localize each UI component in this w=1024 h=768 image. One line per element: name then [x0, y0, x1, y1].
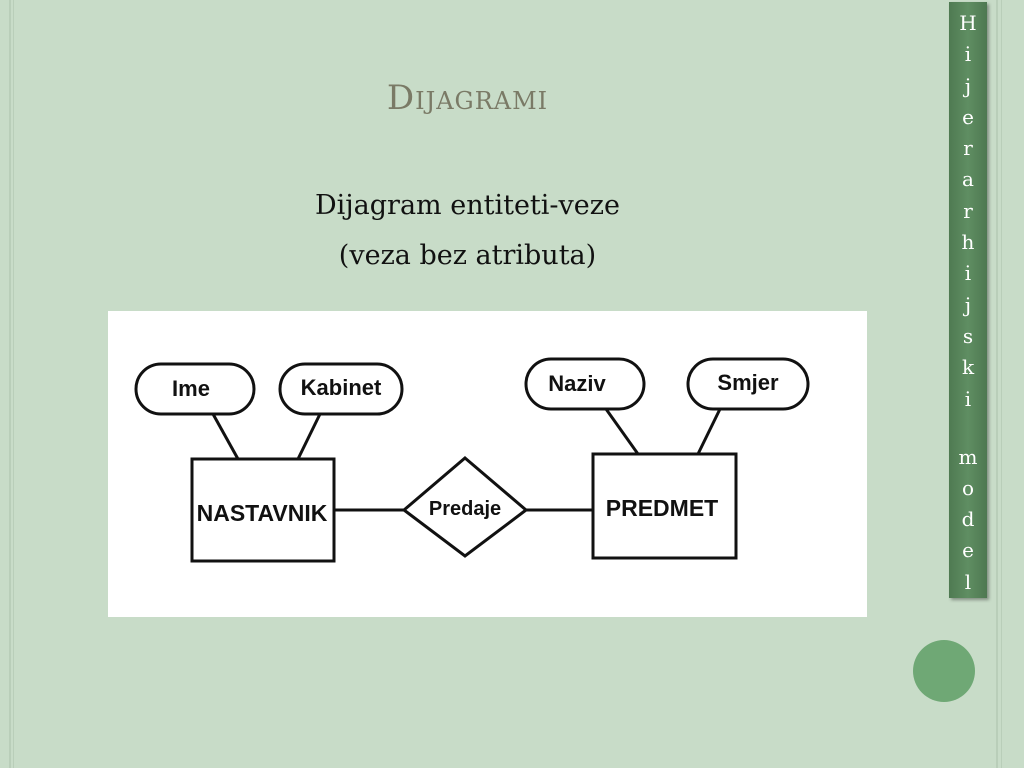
- side-tab-letter: h: [961, 230, 975, 255]
- attribute-smjer-oval: [686, 357, 810, 411]
- entity-predmet-box: [591, 452, 738, 560]
- attribute-smjer-label: Smjer: [717, 370, 779, 395]
- entity-nastavnik-box: [190, 457, 336, 563]
- entity-nastavnik-label: NASTAVNIK: [197, 500, 328, 526]
- entity-predmet-label: PREDMET: [606, 495, 718, 521]
- connector-kabinet: [296, 413, 322, 460]
- side-tab-letter: r: [963, 198, 973, 223]
- attribute-naziv-oval: [524, 357, 646, 411]
- nav-circle-button[interactable]: [913, 640, 975, 702]
- side-tab-letter: l: [964, 569, 972, 594]
- connector-ime: [211, 413, 240, 460]
- slide-subtitle-line-2: (veza bez atributa): [338, 240, 597, 271]
- slide-title: Dijagrami: [386, 78, 549, 118]
- connector-naziv: [604, 408, 640, 455]
- side-tab-letter: e: [962, 104, 974, 129]
- side-tab-letter: i: [964, 261, 972, 286]
- er-diagram: Ime Kabinet Naziv Smjer NASTAVNIK PREDME…: [108, 311, 867, 617]
- side-tab-letter: m: [958, 444, 978, 469]
- side-tab-letter: i: [964, 42, 972, 67]
- side-tab-letter: o: [961, 475, 975, 500]
- attribute-naziv-label: Naziv: [548, 371, 606, 396]
- side-tab-letter: r: [963, 136, 973, 161]
- attribute-ime-label: Ime: [172, 376, 210, 401]
- side-tab-letter: d: [961, 507, 975, 532]
- frame-line-right-inner: [1001, 0, 1002, 768]
- frame-line-left: [9, 0, 11, 768]
- side-tab-letter: s: [962, 323, 974, 348]
- side-tab-letter: i: [964, 386, 972, 411]
- side-tab-letter: j: [964, 73, 972, 98]
- side-tab-letter: j: [964, 292, 972, 317]
- attribute-kabinet-oval: [278, 362, 404, 416]
- side-tab-letter: H: [959, 11, 977, 35]
- relationship-predaje-label: Predaje: [429, 498, 501, 520]
- relationship-predaje-diamond: [401, 456, 529, 558]
- side-tab-letter: k: [961, 355, 975, 380]
- side-tab-letter: e: [962, 538, 974, 563]
- slide-subtitle-line-1: Dijagram entiteti-veze: [315, 190, 620, 221]
- attribute-kabinet-label: Kabinet: [301, 375, 382, 400]
- side-tab-letter: a: [962, 167, 974, 192]
- frame-line-right: [996, 0, 998, 768]
- frame-line-left-inner: [13, 0, 14, 768]
- er-diagram-svg: Ime Kabinet Naziv Smjer NASTAVNIK PREDME…: [134, 357, 810, 563]
- connector-smjer: [696, 408, 722, 455]
- attribute-ime-oval: [134, 362, 256, 416]
